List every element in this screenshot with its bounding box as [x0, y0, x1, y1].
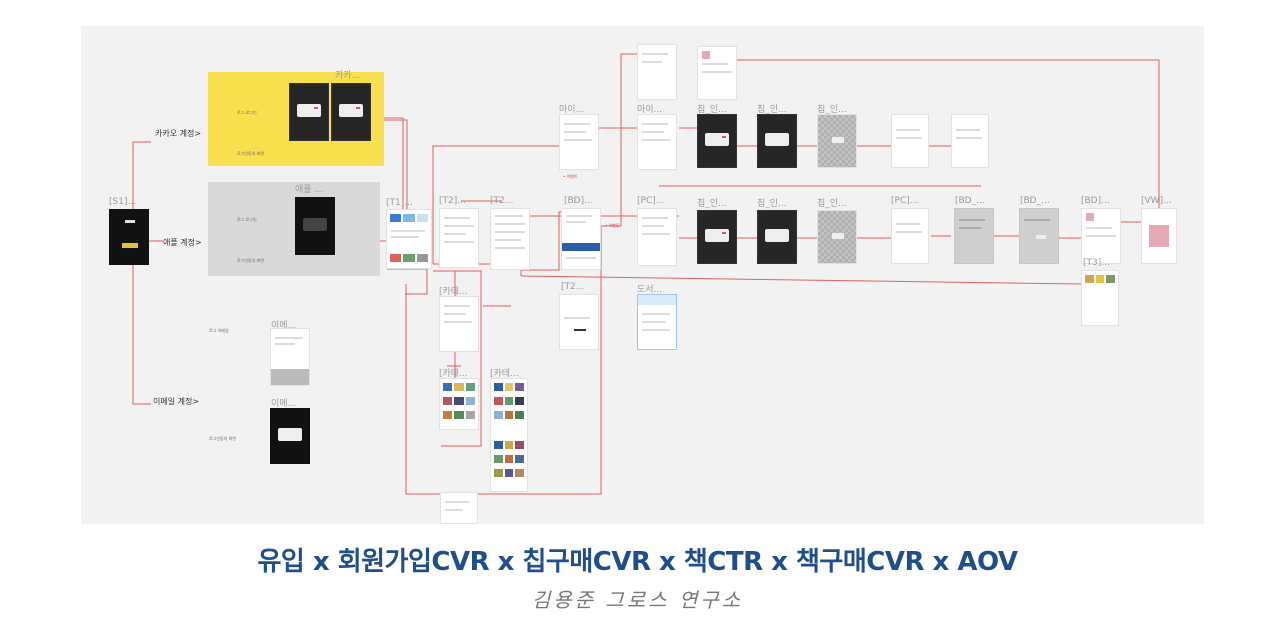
home-screen[interactable]	[386, 209, 432, 269]
frame-label: 칩_인...	[817, 105, 847, 115]
frame-label: 이메...	[271, 321, 297, 331]
frame-label: 칩_인...	[697, 199, 727, 209]
diagram-title: 유입 x 회원가입CVR x 칩구매CVR x 책CTR x 책구매CVR x …	[257, 547, 1019, 577]
bottom-screen[interactable]	[440, 492, 478, 524]
frame-label: [카테...	[439, 369, 468, 379]
frame-label: [카테...	[490, 369, 519, 379]
flow-board: 카카... 로그 로그인 로그인동의 화면 애플 ... 로그 로그인 로그인동…	[81, 26, 1204, 524]
vw-screen[interactable]	[1141, 208, 1177, 264]
frame-label: 칩_인...	[757, 105, 787, 115]
frame-label: [T3]...	[1083, 258, 1110, 268]
frame-label: 카카...	[335, 71, 361, 81]
bd-screen-3[interactable]	[1019, 208, 1059, 264]
chip-result-2[interactable]	[951, 114, 989, 168]
mini-label: 로그인동의 화면	[237, 258, 265, 263]
chip-screen-5[interactable]	[757, 210, 797, 264]
chip-result-1[interactable]	[891, 114, 929, 168]
mini-label: 로그인동의 화면	[209, 436, 237, 441]
annotation-marker: • 이벤트	[605, 223, 620, 228]
email-screen-1[interactable]	[270, 328, 310, 386]
frame-label: [BD]...	[1081, 196, 1110, 206]
kakao-screen-1[interactable]	[289, 83, 329, 141]
top-screen-2[interactable]	[697, 46, 737, 100]
chip-screen-4[interactable]	[697, 210, 737, 264]
frame-label: [카테...	[439, 287, 468, 297]
chip-screen-3[interactable]	[817, 114, 857, 168]
connector	[737, 59, 1160, 208]
kakao-screen-2[interactable]	[331, 83, 371, 141]
frame-label: 애플 ...	[295, 185, 324, 195]
pc-screen-1[interactable]	[637, 208, 677, 266]
frame-label: [T2]...	[439, 196, 466, 206]
bd-screen[interactable]	[561, 208, 601, 270]
category-grid-2[interactable]	[490, 378, 528, 492]
author-signature: 김용준 그로스 연구소	[531, 588, 744, 612]
t2-screen-1[interactable]	[439, 208, 479, 268]
frame-label: [T2...	[561, 282, 585, 292]
bd-screen-2[interactable]	[954, 208, 994, 264]
apple-login-section	[208, 182, 380, 276]
frame-label: [S1]...	[109, 197, 137, 207]
frame-label: [VW]...	[1141, 196, 1172, 206]
frame-label: [PC]...	[891, 196, 919, 206]
book-screen[interactable]	[637, 294, 677, 350]
frame-label: [T1]...	[386, 198, 413, 208]
frame-label: [PC]...	[637, 196, 665, 206]
frame-label: [T2...	[490, 196, 514, 206]
frame-label: 칩_인...	[817, 199, 847, 209]
mini-label: 로그 이메일	[209, 328, 229, 333]
splash-screen[interactable]	[109, 209, 149, 265]
mypage-screen-2[interactable]	[637, 114, 677, 170]
email-entry: 이메일 계정>	[153, 397, 200, 406]
mini-label: 로그 로그인	[237, 217, 257, 222]
t2-detail-screen[interactable]	[559, 294, 599, 350]
apple-screen[interactable]	[295, 197, 335, 255]
connector	[520, 275, 1082, 285]
frame-label: 칩_인...	[757, 199, 787, 209]
frame-label: [BD]...	[564, 196, 593, 206]
frame-label: 마이...	[637, 105, 663, 115]
category-grid-1[interactable]	[439, 378, 479, 430]
t2-screen-2[interactable]	[490, 208, 530, 270]
t3-screen[interactable]	[1081, 270, 1119, 326]
mini-label: 로그 로그인	[237, 110, 257, 115]
annotation-marker: • 이벤트	[563, 174, 578, 179]
email-screen-2[interactable]	[270, 408, 310, 464]
apple-entry: 애플 계정>	[163, 238, 202, 247]
frame-label: [BD_...	[1020, 196, 1050, 206]
connector	[387, 268, 428, 295]
chip-screen-2[interactable]	[757, 114, 797, 168]
bd-screen-4[interactable]	[1081, 208, 1121, 264]
frame-label: 칩_인...	[697, 105, 727, 115]
mini-label: 로그인동의 화면	[237, 151, 265, 156]
connector	[599, 53, 639, 227]
frame-label: 이메...	[271, 399, 297, 409]
kakao-entry: 카카오 계정>	[155, 129, 202, 138]
mypage-screen-1[interactable]	[559, 114, 599, 170]
chip-screen-1[interactable]	[697, 114, 737, 168]
frame-label: 도서...	[637, 285, 663, 295]
chip-screen-6[interactable]	[817, 210, 857, 264]
frame-label: 마이...	[559, 105, 585, 115]
pc-screen-2[interactable]	[891, 208, 929, 264]
top-screen-1[interactable]	[637, 44, 677, 100]
category-screen[interactable]	[439, 296, 479, 352]
frame-label: [BD_...	[955, 196, 985, 206]
